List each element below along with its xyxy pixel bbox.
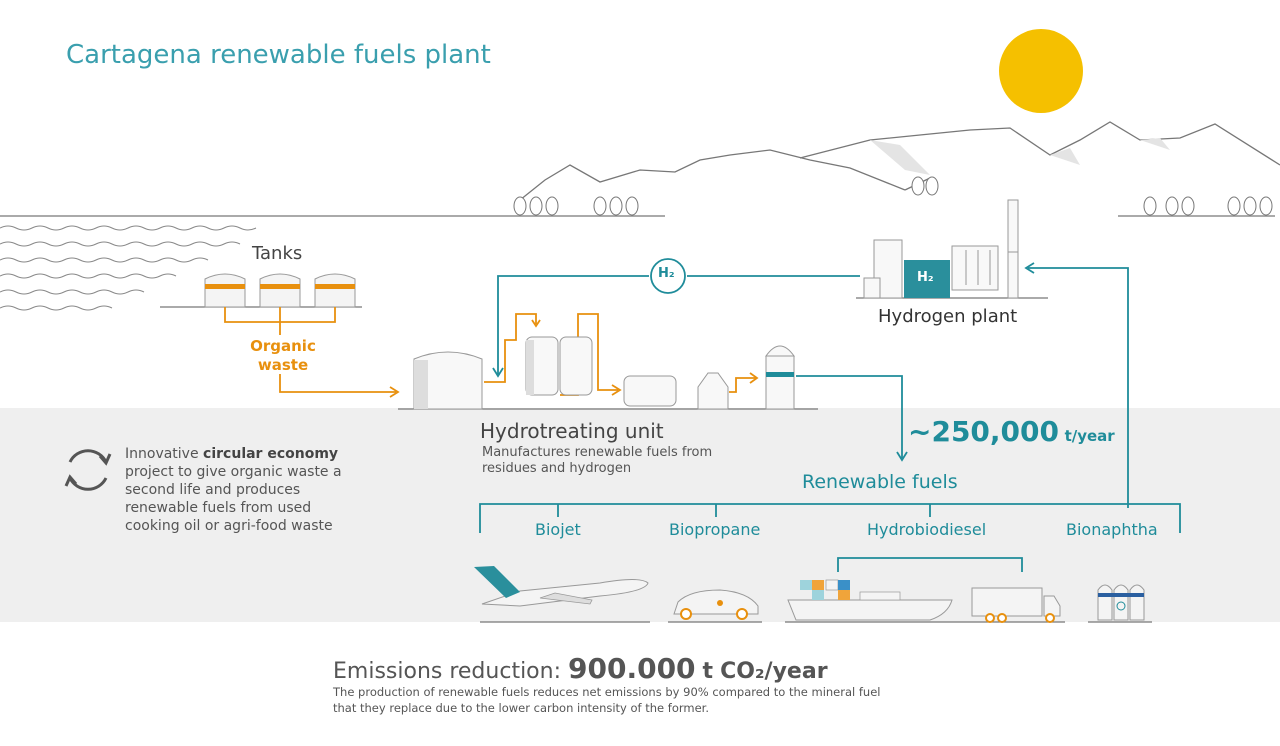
hydrogen-plant	[863, 199, 1019, 299]
emissions-unit-co2: CO₂/year	[720, 659, 828, 684]
product-biojet: Biojet	[535, 520, 581, 539]
circular-pre: Innovative	[125, 446, 204, 462]
h2-label: H₂	[658, 266, 675, 281]
ship-icon	[787, 579, 953, 621]
circular-economy-text: Innovative circular economy project to g…	[125, 445, 365, 535]
emissions-unit-t: t	[702, 659, 714, 684]
sun	[999, 29, 1083, 113]
emissions-value: 900.000	[568, 652, 696, 685]
circular-bold: circular economy	[203, 446, 339, 462]
circular-post: project to give organic waste a second l…	[125, 464, 342, 534]
hydrotreating-title: Hydrotreating unit	[480, 419, 664, 443]
production-value: ~250,000	[908, 415, 1059, 448]
product-bionaphtha: Bionaphtha	[1066, 520, 1158, 539]
teal-flow	[479, 262, 1181, 572]
hydrotreating-description: Manufactures renewable fuels from residu…	[482, 445, 713, 476]
product-biopropane: Biopropane	[669, 520, 761, 539]
tanks	[204, 273, 356, 308]
bionaphtha-tanks-icon	[1097, 584, 1145, 621]
h2-circle	[650, 258, 686, 294]
sea-waves	[0, 225, 257, 311]
tanks-label: Tanks	[252, 243, 303, 264]
product-hydrobiodiesel: Hydrobiodiesel	[867, 520, 987, 539]
emissions-label: Emissions reduction:	[333, 659, 561, 684]
emissions-headline: Emissions reduction: 900.000 t CO₂/year	[333, 652, 828, 685]
hydrotreating-equipment	[413, 336, 795, 410]
renewable-fuels-label: Renewable fuels	[802, 471, 958, 493]
truck-icon	[971, 587, 1061, 623]
production-unit: t/year	[1064, 427, 1115, 445]
production-figure: ~250,000 t/year	[908, 415, 1115, 448]
hydrogen-plant-label: Hydrogen plant	[878, 306, 1018, 327]
trees	[513, 176, 1273, 216]
emissions-description: The production of renewable fuels reduce…	[333, 685, 881, 715]
plane-icon	[474, 566, 649, 607]
recycle-icon	[64, 449, 112, 491]
car-icon	[673, 589, 759, 620]
organic-waste-label: Organic waste	[250, 337, 316, 374]
h2-block-label: H₂	[917, 270, 934, 285]
mountain-shadow	[870, 138, 1170, 175]
page-title: Cartagena renewable fuels plant	[66, 40, 491, 70]
